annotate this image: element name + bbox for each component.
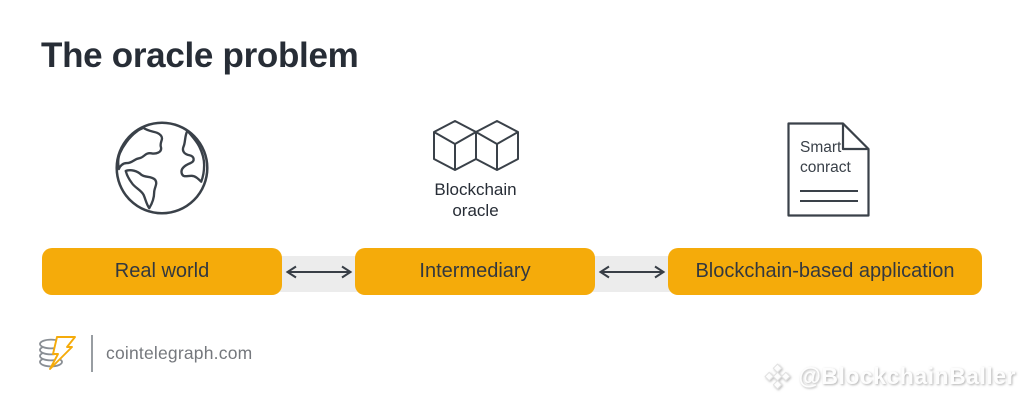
smart-contract-label: Smart conract: [800, 139, 851, 176]
node-real-world: Real world: [42, 248, 282, 295]
node-blockchain-application: Blockchain-based application: [668, 248, 982, 295]
smart-contract-icon: Smart conract: [787, 122, 870, 217]
double-arrow-icon: [283, 264, 355, 280]
bnb-diamond-icon: [763, 362, 792, 391]
globe-icon: [113, 119, 211, 222]
footer: cointelegraph.com: [38, 333, 252, 373]
watermark-handle: @BlockchainBaller: [798, 363, 1016, 389]
document-rule-line: [800, 200, 858, 202]
blockchain-oracle-caption: Blockchain oracle: [434, 180, 517, 220]
footer-site-label: cointelegraph.com: [106, 342, 253, 363]
connector-strip: [270, 256, 366, 292]
connector-strip: [583, 256, 679, 292]
document-rule-line: [800, 190, 858, 192]
node-intermediary: Intermediary: [355, 248, 595, 295]
watermark: @BlockchainBaller: [763, 362, 1016, 391]
page-title: The oracle problem: [41, 36, 359, 75]
blockchain-cubes-icon: [433, 120, 519, 177]
footer-divider: [91, 334, 93, 372]
double-arrow-icon: [596, 264, 668, 280]
cointelegraph-logo-icon: [38, 333, 78, 373]
